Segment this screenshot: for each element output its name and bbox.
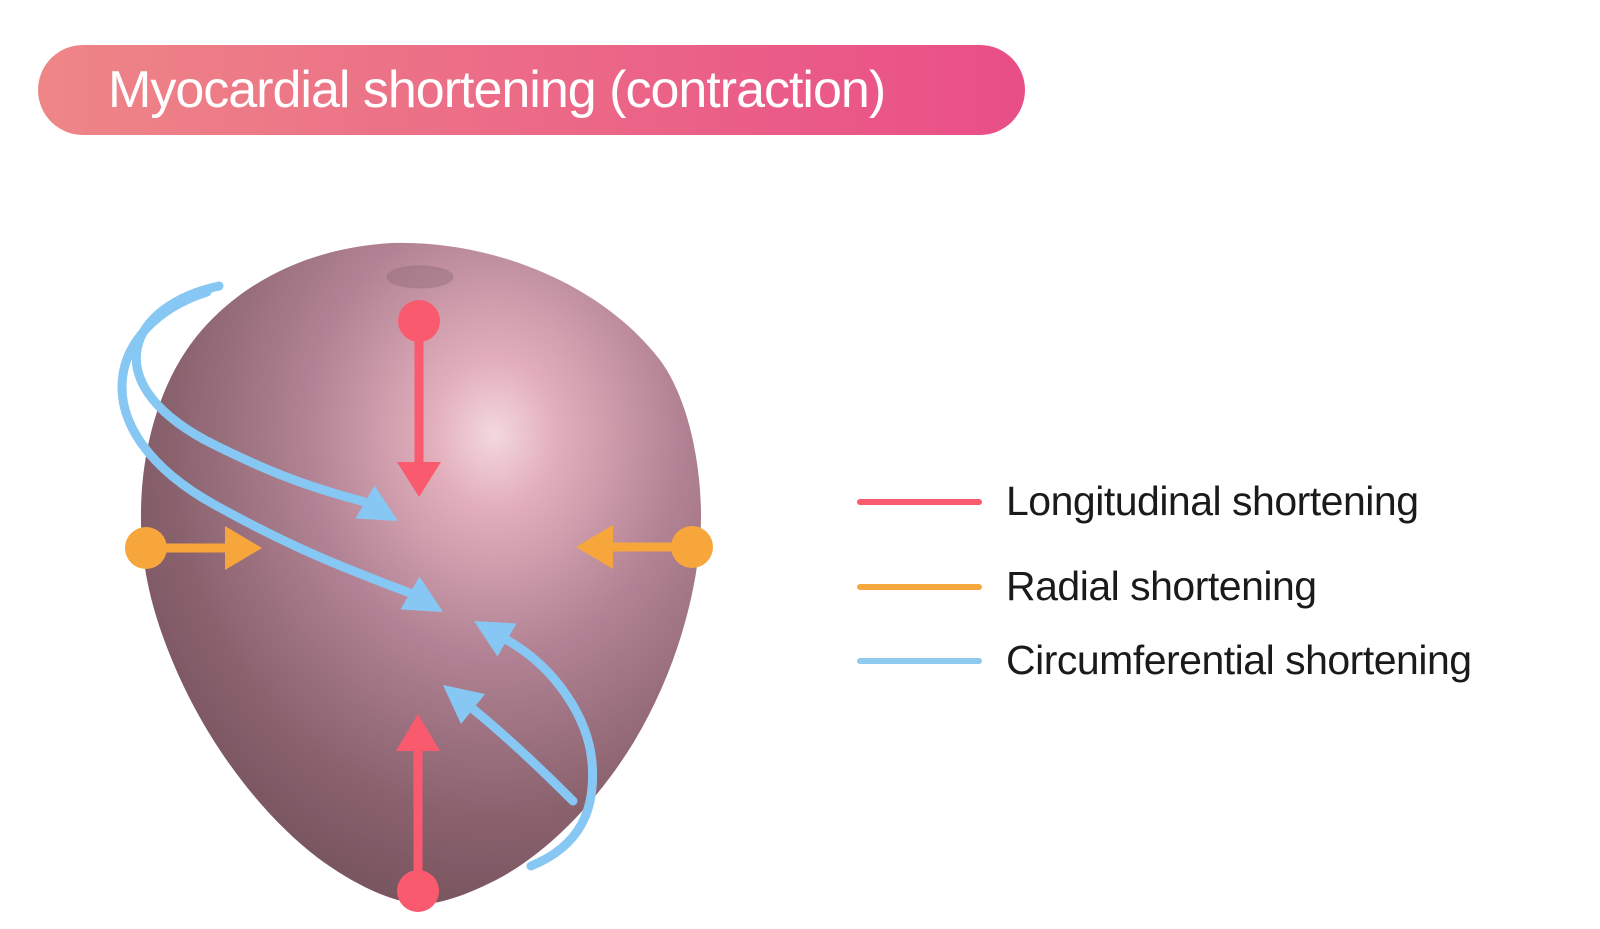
radial-arrow-left: [125, 526, 262, 570]
longitudinal-arrow-bottom: [396, 714, 440, 912]
arrowhead-icon: [443, 685, 485, 724]
arrowhead-icon: [397, 462, 441, 497]
arrowhead-icon: [474, 621, 517, 657]
circumferential-curve-long: [502, 635, 598, 871]
circumferential-arrows-lower: [443, 621, 598, 871]
apex-dimple-icon: [386, 265, 454, 289]
arrow-dot: [398, 300, 440, 342]
arrowhead-icon: [576, 525, 613, 569]
legend-item-circumferential: Circumferential shortening: [857, 637, 1472, 684]
legend-label: Circumferential shortening: [1006, 637, 1472, 683]
radial-arrow-right: [576, 525, 713, 569]
radial-swatch-icon: [857, 583, 982, 590]
arrowhead-icon: [355, 485, 398, 521]
arrow-dot: [671, 526, 713, 568]
arrowhead-icon: [400, 576, 443, 612]
legend-item-radial: Radial shortening: [857, 563, 1317, 610]
heart-diagram: [117, 242, 713, 912]
circumferential-curve-short: [468, 704, 578, 806]
legend-label: Longitudinal shortening: [1006, 478, 1419, 524]
page-title: Myocardial shortening (contraction): [108, 61, 886, 119]
longitudinal-swatch-icon: [857, 498, 982, 505]
longitudinal-arrow-top: [397, 300, 441, 497]
heart-body: [140, 242, 702, 905]
circumferential-arrows-upper: [117, 281, 443, 612]
arrowhead-icon: [396, 714, 440, 751]
arrowhead-icon: [225, 526, 262, 570]
legend-label: Radial shortening: [1006, 563, 1317, 609]
title-banner: Myocardial shortening (contraction): [38, 45, 1025, 135]
circumferential-swatch-icon: [857, 657, 982, 664]
arrow-dot: [125, 527, 167, 569]
circumferential-curve-outer: [117, 287, 415, 598]
legend-item-longitudinal: Longitudinal shortening: [857, 478, 1419, 525]
arrow-dot: [397, 870, 439, 912]
